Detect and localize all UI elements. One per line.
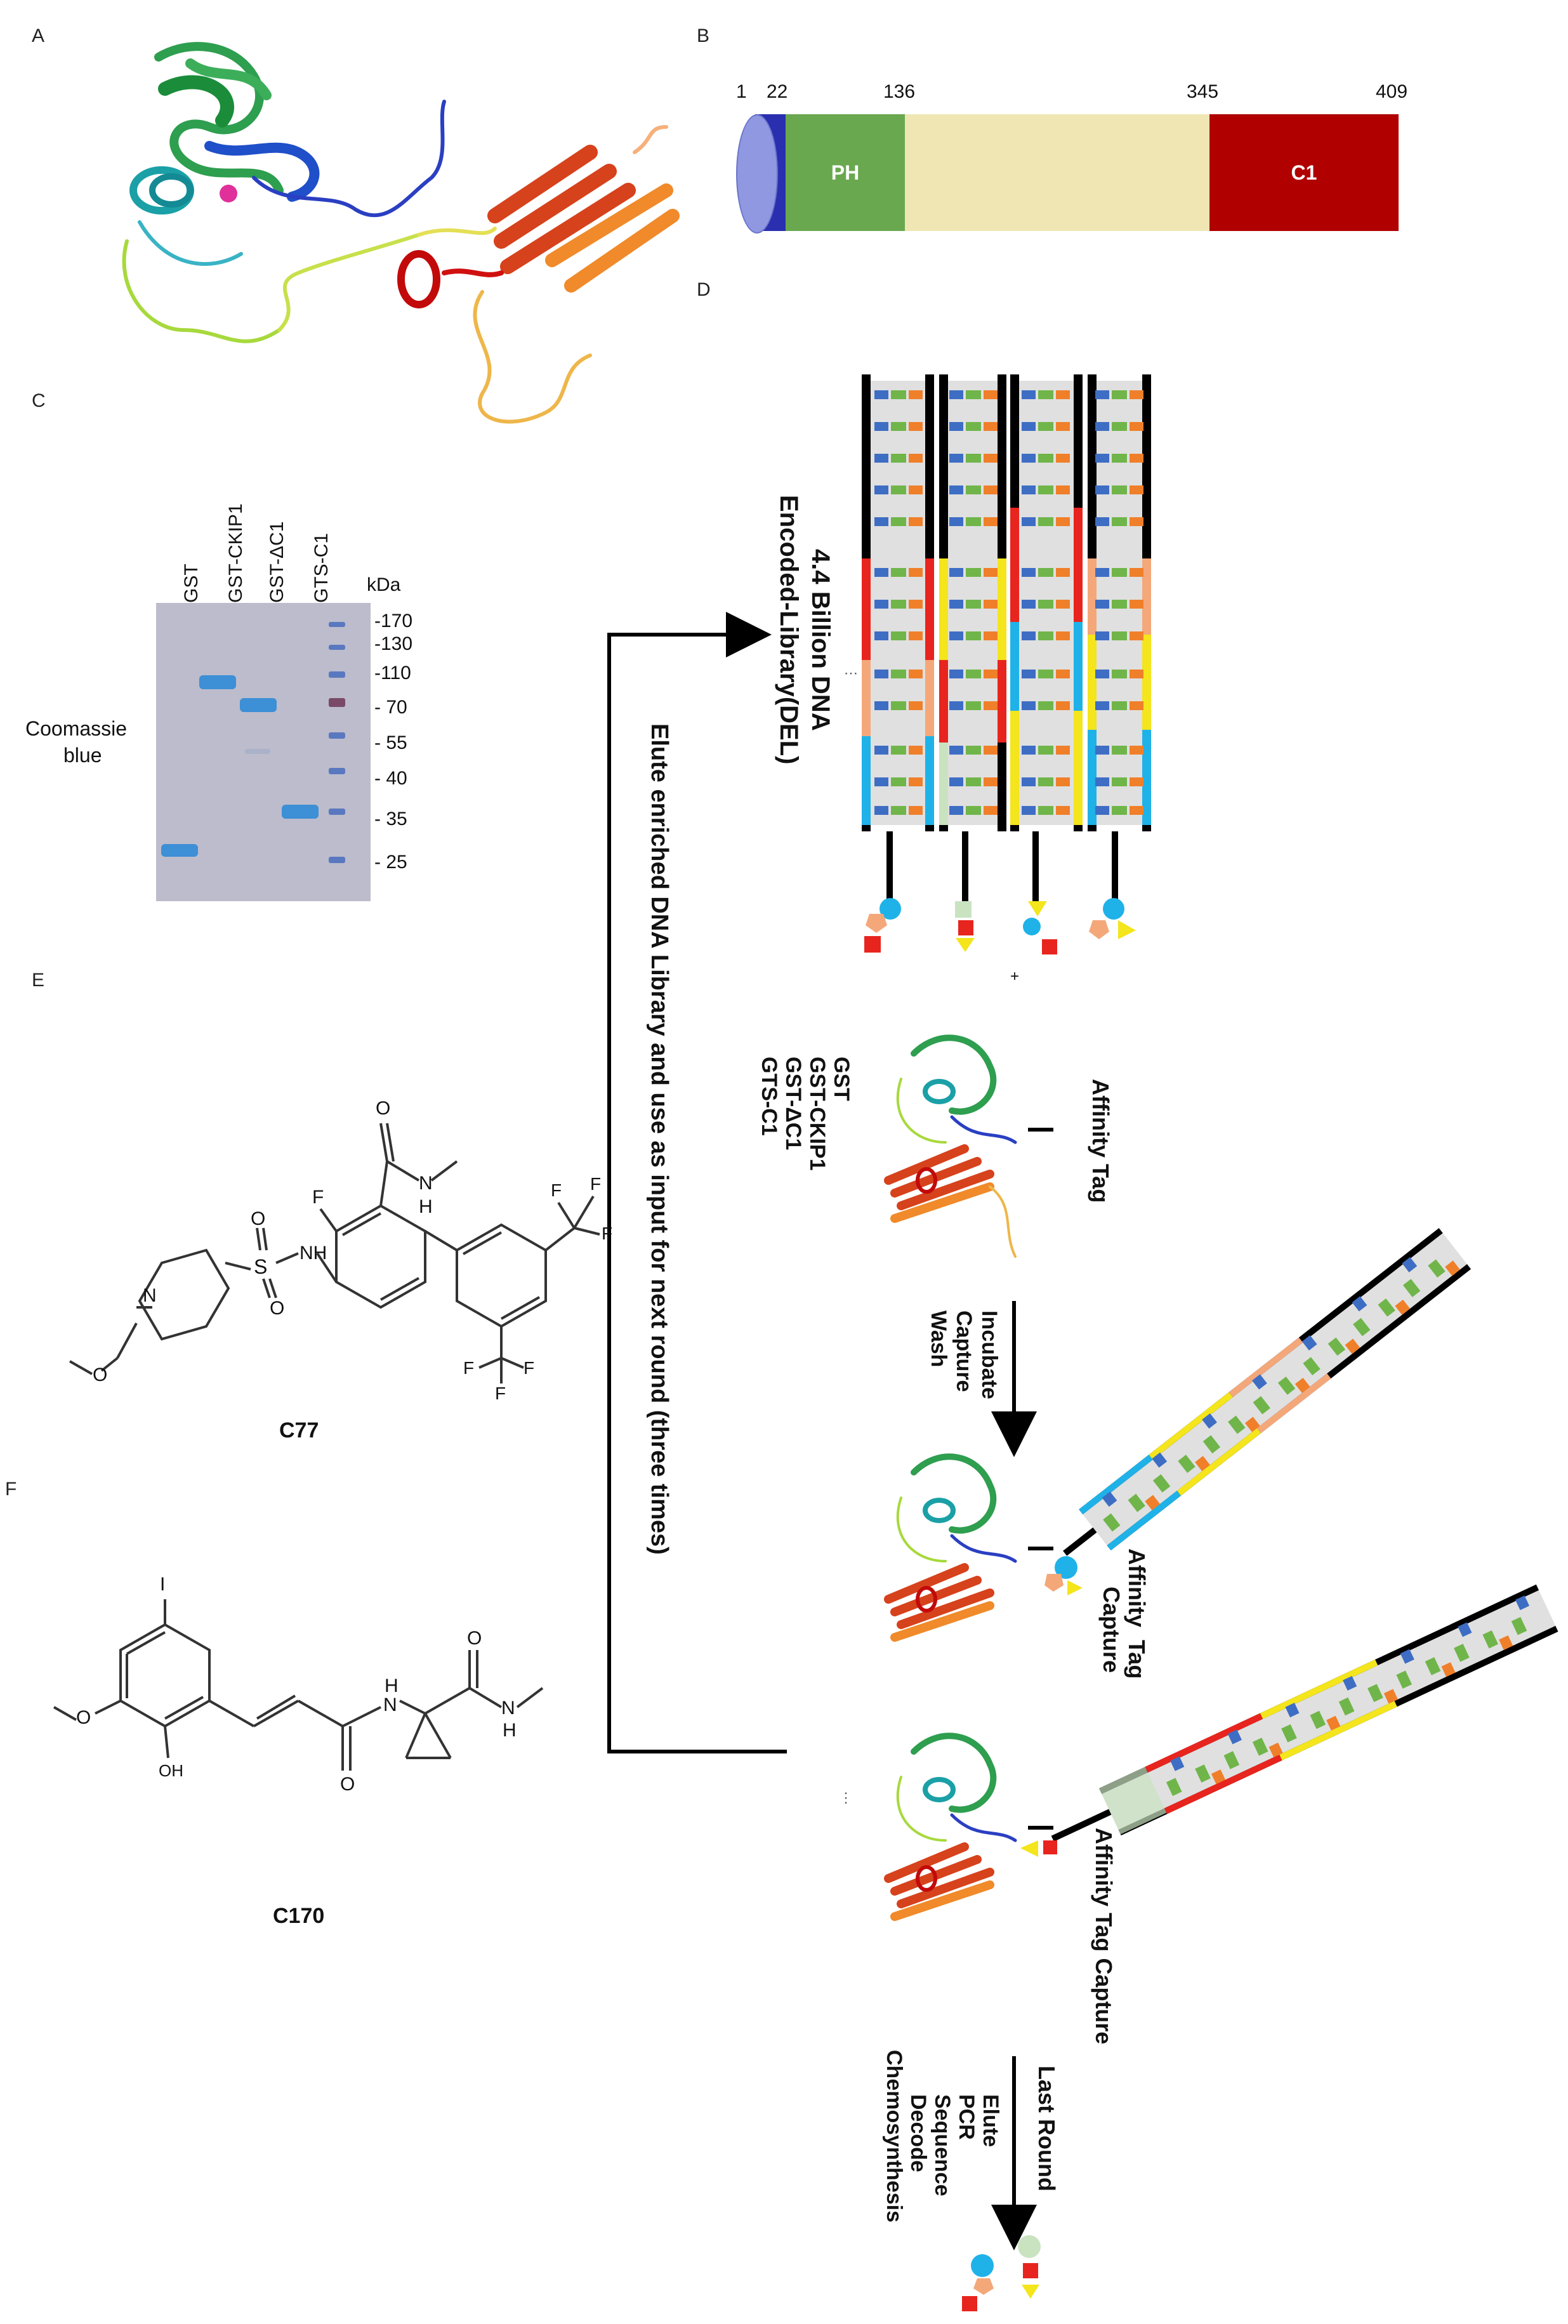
captured-dna-1 <box>1063 1228 1472 1556</box>
c77-atom-o1: O <box>251 1208 266 1229</box>
c77-atom-cf3-bot-3: F <box>495 1383 506 1403</box>
c77-atom-cf3-top-2: F <box>590 1174 602 1194</box>
library-ellipsis: ⋯ <box>844 665 858 681</box>
ladder-band-170 <box>329 622 345 627</box>
gel-panel: GST GST-CKIP1 GST-ΔC1 GTS-C1 kDa -170 -1… <box>0 0 444 920</box>
marker-55: - 55 <box>374 732 407 753</box>
library-strands <box>862 374 1151 954</box>
mini-protein-3 <box>884 1733 1017 1921</box>
c170-atom-h2: H <box>503 1720 517 1741</box>
gel-band-gst-ckip1 <box>199 675 236 689</box>
position-label-345: 345 <box>1187 81 1219 102</box>
c170-atom-o2: O <box>467 1628 482 1649</box>
c77-atom-ome: O <box>93 1364 108 1385</box>
stain-label-line2: blue <box>63 744 102 767</box>
panel-label-c: C <box>32 390 46 411</box>
captured-dna-2 <box>1051 1584 1558 1842</box>
n-terminal-cap <box>736 114 778 234</box>
stain-label-line1: Coomassie <box>25 717 128 740</box>
gel-band-gts-c1 <box>282 805 319 819</box>
gel-image <box>156 603 371 901</box>
c77-atom-o2: O <box>270 1298 285 1319</box>
ph-domain-label: PH <box>831 161 860 184</box>
c77-atom-cf3-bot-1: F <box>463 1358 475 1378</box>
position-label-136: 136 <box>883 81 916 102</box>
kda-label: kDa <box>367 574 401 595</box>
c77-atom-o: O <box>376 1098 391 1119</box>
c77-atom-cf3-bot-2: F <box>524 1358 535 1378</box>
c77-atom-cf3-top-1: F <box>551 1180 562 1200</box>
c1-domain: C1 <box>1209 114 1399 231</box>
c170-atom-o-amide: O <box>340 1774 355 1795</box>
c170-atom-ome: O <box>76 1707 91 1728</box>
gel-band-gst <box>161 844 198 857</box>
domain-map: 1 22 136 345 409 PH C1 <box>0 0 1568 254</box>
marker-130: -130 <box>374 633 413 654</box>
c170-atom-n2: N <box>501 1698 515 1719</box>
marker-25: - 25 <box>374 852 407 873</box>
c170-atom-n: N <box>383 1694 397 1715</box>
ladder-band-40 <box>329 768 345 774</box>
c77-atom-cf3-top-3: F <box>602 1224 613 1243</box>
marker-170: -170 <box>374 611 413 631</box>
gel-band-gst-dc1 <box>240 698 277 712</box>
c77-atom-n: N <box>419 1173 433 1194</box>
linker-region <box>905 114 1209 231</box>
panel-label-a: A <box>32 25 45 46</box>
c77-atom-s: S <box>254 1255 268 1278</box>
marker-110: -110 <box>374 663 411 683</box>
ladder-band-110 <box>329 671 345 678</box>
marker-35: - 35 <box>374 809 407 829</box>
c170-atom-oh: OH <box>159 1761 183 1780</box>
c77-atom-h: H <box>419 1196 433 1217</box>
panel-label-f: F <box>5 1479 17 1500</box>
c77-atom-f: F <box>312 1187 324 1208</box>
c1-domain-label: C1 <box>1291 161 1317 184</box>
position-label-22: 22 <box>767 81 788 102</box>
c170-atom-i: I <box>160 1574 166 1595</box>
panel-label-d: D <box>697 279 711 300</box>
ladder-band-25 <box>329 857 345 863</box>
ph-domain: PH <box>786 114 905 231</box>
c170-compound-label: C170 <box>273 1904 325 1928</box>
mini-protein-2 <box>884 1453 1017 1642</box>
ladder-band-55 <box>329 732 345 739</box>
marker-70: - 70 <box>374 697 407 718</box>
mini-protein-1 <box>884 1034 1017 1258</box>
c77-atom-nh: NH <box>300 1243 327 1264</box>
position-label-1: 1 <box>736 81 747 102</box>
ladder-band-35 <box>329 809 345 815</box>
panel-label-e: E <box>32 970 45 991</box>
plus-sign: + <box>1010 968 1020 985</box>
gel-band-faint <box>245 749 270 754</box>
c170-atom-h: H <box>385 1675 399 1696</box>
ladder-band-130 <box>329 645 345 650</box>
panel-label-b: B <box>697 25 710 46</box>
c77-compound-label: C77 <box>279 1418 319 1443</box>
round-ellipsis: ⋮ <box>839 1790 853 1806</box>
marker-40: - 40 <box>374 768 407 789</box>
position-label-409: 409 <box>1376 81 1408 102</box>
base-pairs <box>874 390 923 815</box>
c77-atom-n-pyridine: N <box>143 1285 157 1306</box>
ladder-band-70 <box>329 698 345 707</box>
